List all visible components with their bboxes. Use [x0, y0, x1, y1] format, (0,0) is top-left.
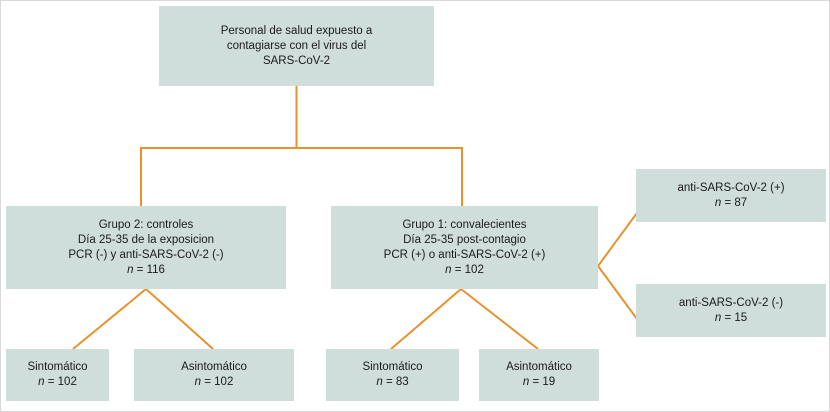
node-group2-asymptomatic: Asintomático n = 102	[134, 349, 294, 401]
node-root-line-1: Personal de salud expuesto a	[220, 24, 373, 37]
node-group1-symptomatic-count: n = 83	[330, 375, 455, 390]
node-group2-asymptomatic-line-1: Asintomático	[181, 361, 247, 373]
node-group1-asymptomatic: Asintomático n = 19	[479, 349, 599, 401]
node-group1-symptomatic: Sintomático n = 83	[326, 349, 459, 401]
node-group1-asymptomatic-n-value: = 19	[532, 376, 556, 388]
node-root: Personal de salud expuesto a contagiarse…	[159, 6, 434, 86]
node-group1-count: n = 102	[335, 263, 594, 278]
node-group1-asymptomatic-n-symbol: n	[522, 376, 530, 388]
node-group1-line-1: Grupo 1: convalecientes	[402, 218, 527, 231]
node-antibody-positive-line-1: anti-SARS-CoV-2 (+)	[677, 181, 785, 194]
edge-group1-symptomatic	[390, 288, 462, 350]
node-antibody-positive-n-symbol: n	[714, 196, 722, 209]
node-group1-symptomatic-n-symbol: n	[376, 376, 383, 388]
node-antibody-positive-count: n = 87	[640, 196, 822, 211]
node-group1-asymptomatic-count: n = 19	[483, 375, 595, 390]
node-group2: Grupo 2: controles Día 25-35 de la expos…	[6, 206, 286, 289]
node-group2-count: n = 116	[10, 263, 282, 278]
edge-group1-antibody-positive	[597, 212, 638, 267]
node-group2-asymptomatic-n-value: = 102	[204, 376, 234, 388]
edge-group2-symptomatic	[72, 288, 147, 350]
node-group1-n-symbol: n	[445, 263, 452, 276]
node-antibody-negative-n-symbol: n	[714, 311, 722, 324]
node-antibody-negative: anti-SARS-CoV-2 (-) n = 15	[636, 284, 826, 337]
node-group2-symptomatic-n-symbol: n	[38, 376, 45, 388]
edge-group2-asymptomatic	[145, 288, 214, 350]
edge-group1-asymptomatic	[460, 288, 539, 350]
node-group1-asymptomatic-line-1: Asintomático	[506, 361, 572, 373]
node-group1-n-value: = 102	[454, 263, 484, 276]
node-group2-symptomatic: Sintomático n = 102	[6, 349, 109, 401]
node-group2-symptomatic-line-1: Sintomático	[27, 361, 88, 373]
node-group2-n-value: = 116	[136, 263, 165, 276]
node-antibody-negative-line-1: anti-SARS-CoV-2 (-)	[678, 296, 784, 309]
node-group2-line-1: Grupo 2: controles	[98, 218, 194, 231]
node-group1-line-3: PCR (+) o anti-SARS-CoV-2 (+)	[383, 248, 546, 261]
node-root-line-2: contagiarse con el virus del	[226, 39, 367, 52]
node-group2-line-2: Día 25-35 de la exposicion	[77, 233, 215, 246]
node-group2-symptomatic-count: n = 102	[10, 375, 105, 390]
node-antibody-negative-n-value: = 15	[724, 311, 748, 324]
node-group2-asymptomatic-count: n = 102	[138, 375, 290, 390]
node-antibody-positive: anti-SARS-CoV-2 (+) n = 87	[636, 169, 826, 222]
node-group2-symptomatic-n-value: = 102	[47, 376, 77, 388]
node-group2-n-symbol: n	[127, 263, 134, 276]
edge-group1-antibody-negative	[597, 265, 638, 320]
node-root-line-3: SARS-CoV-2	[262, 54, 331, 67]
node-antibody-positive-n-value: = 87	[724, 196, 748, 209]
node-group1: Grupo 1: convalecientes Día 25-35 post-c…	[331, 206, 598, 289]
node-group2-line-3: PCR (-) y anti-SARS-CoV-2 (-)	[68, 248, 224, 261]
node-antibody-negative-count: n = 15	[640, 311, 822, 326]
node-group1-symptomatic-line-1: Sintomático	[362, 361, 423, 373]
node-group2-asymptomatic-n-symbol: n	[194, 376, 202, 388]
node-group1-symptomatic-n-value: = 83	[385, 376, 409, 388]
node-group1-line-2: Día 25-35 post-contagio	[403, 233, 526, 246]
